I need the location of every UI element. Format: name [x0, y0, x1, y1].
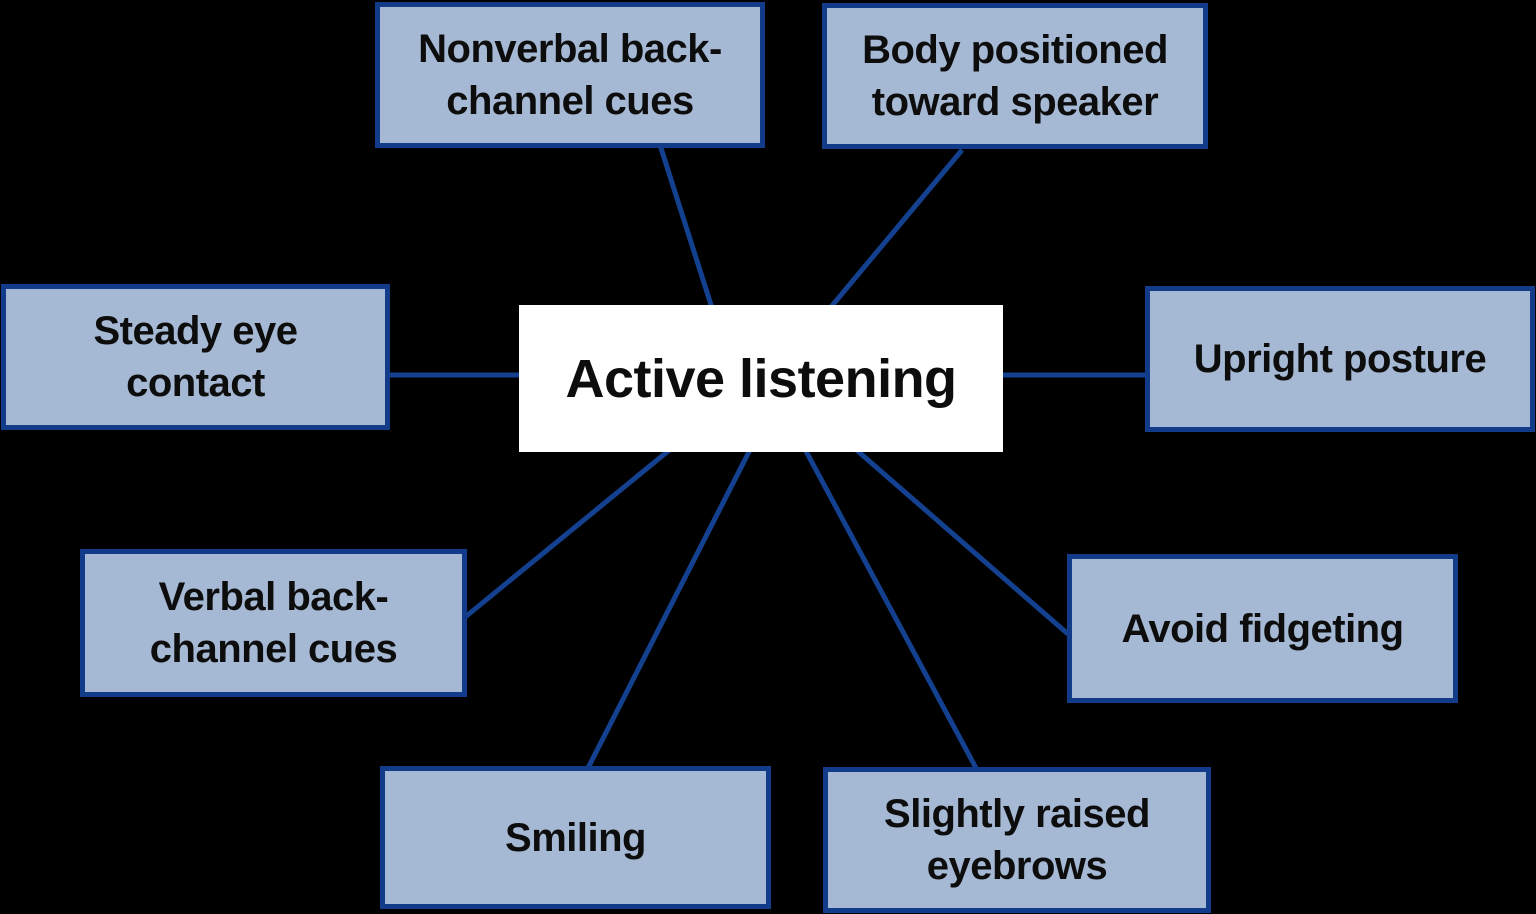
node-body-positioned-toward-speaker: Body positioned toward speaker: [822, 3, 1208, 149]
node-slightly-raised-eyebrows: Slightly raised eyebrows: [823, 767, 1211, 913]
node-label: Upright posture: [1193, 337, 1487, 381]
connector-avoid: [843, 438, 1070, 636]
node-steady-eye-contact: Steady eye contact: [1, 284, 390, 430]
center-node-active-listening: Active listening: [519, 305, 1003, 452]
center-node-label: Active listening: [565, 348, 957, 409]
node-label: Smiling: [505, 815, 646, 860]
node-label: Steady eye contact: [93, 309, 298, 405]
node-nonverbal-back-channel-cues: Nonverbal back- channel cues: [375, 2, 765, 148]
connector-slightly: [797, 438, 979, 770]
node-verbal-back-channel-cues: Verbal back- channel cues: [80, 549, 467, 697]
node-smiling: Smiling: [380, 766, 771, 909]
node-upright-posture: Upright posture: [1145, 286, 1535, 432]
node-label: Avoid fidgeting: [1121, 606, 1404, 651]
node-label: Slightly raised eyebrows: [884, 792, 1150, 888]
node-avoid-fidgeting: Avoid fidgeting: [1067, 554, 1458, 703]
node-label: Verbal back- channel cues: [149, 575, 398, 671]
node-label: Body positioned toward speaker: [862, 28, 1168, 124]
connector-smiling: [585, 438, 758, 770]
node-label: Nonverbal back- channel cues: [418, 27, 722, 123]
